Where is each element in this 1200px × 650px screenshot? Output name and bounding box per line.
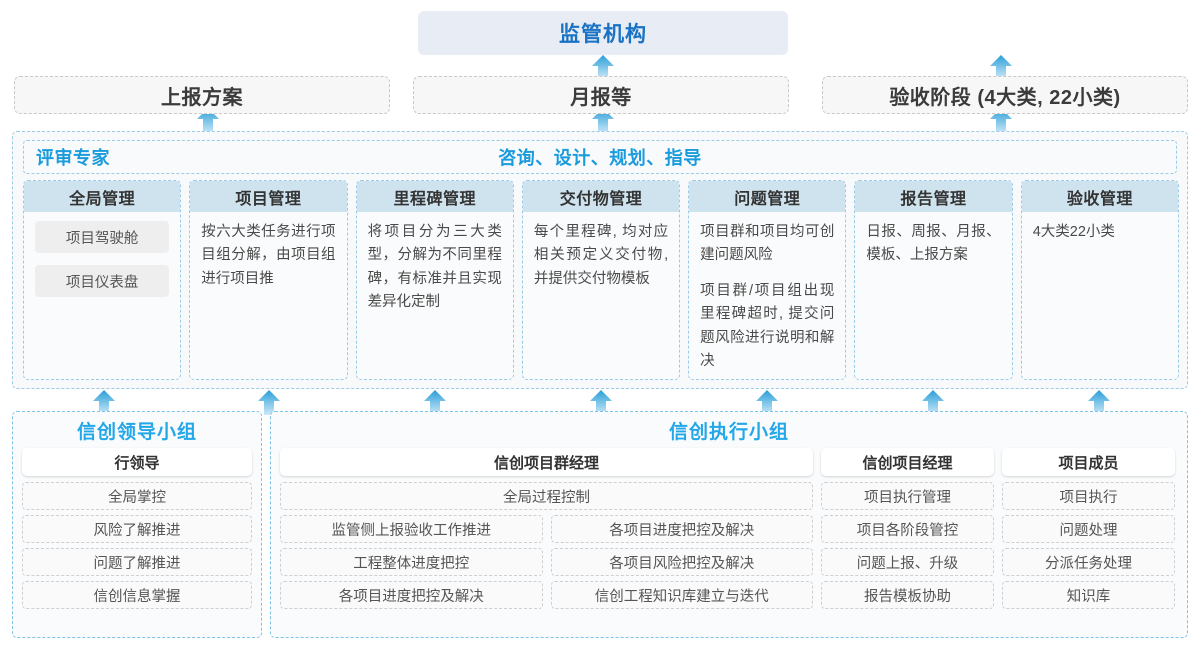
- role-header-program-manager[interactable]: 信创项目群经理: [280, 448, 813, 476]
- capability-panel: 评审专家 咨询、设计、规划、指导 全局管理 项目驾驶舱 项目仪表盘 项目管理 按…: [12, 131, 1188, 389]
- list-item[interactable]: 各项目进度把控及解决: [280, 581, 543, 609]
- column-paragraph: 按六大类任务进行项目组分解，由项目组进行项目推: [201, 224, 336, 287]
- list-item[interactable]: 全局过程控制: [280, 482, 813, 510]
- list-item[interactable]: 分派任务处理: [1002, 548, 1175, 576]
- list-item[interactable]: 信创工程知识库建立与迭代: [550, 581, 813, 609]
- leader-group-title: 信创领导小组: [76, 422, 197, 443]
- channel-box-monthly-report: 月报等: [413, 76, 789, 114]
- list-item[interactable]: 项目执行管理: [821, 482, 994, 510]
- capability-column-report[interactable]: 报告管理 日报、周报、月报、模板、上报方案: [854, 180, 1013, 380]
- column-paragraph: 项目群和项目均可创建问题风险: [700, 224, 835, 264]
- list-item[interactable]: 风险了解推进: [22, 515, 252, 543]
- list-item[interactable]: 知识库: [1002, 581, 1175, 609]
- capability-column-issue[interactable]: 问题管理 项目群和项目均可创建问题风险 项目群/项目组出现里程碑超时, 提交问题…: [688, 180, 847, 380]
- channel-box-report-plan: 上报方案: [14, 76, 390, 114]
- arrow-up-icon: [922, 390, 944, 416]
- chip-item[interactable]: 项目仪表盘: [35, 265, 170, 297]
- list-item[interactable]: 报告模板协助: [821, 581, 994, 609]
- regulator-box: 监管机构: [418, 11, 788, 55]
- arrow-up-icon: [756, 390, 778, 416]
- role-header-project-manager[interactable]: 信创项目经理: [821, 448, 994, 476]
- capability-column-acceptance[interactable]: 验收管理 4大类22小类: [1020, 180, 1179, 380]
- column-title: 报告管理: [855, 181, 1012, 212]
- exec-column-member: 项目成员 项目执行 问题处理 分派任务处理 知识库: [1002, 448, 1175, 609]
- column-title: 验收管理: [1021, 181, 1178, 212]
- consulting-label: 咨询、设计、规划、指导: [498, 148, 702, 168]
- capability-column-deliverable[interactable]: 交付物管理 每个里程碑, 均对应相关预定义交付物,并提供交付物模板: [521, 180, 681, 380]
- arrow-up-icon: [93, 390, 115, 416]
- column-title: 问题管理: [689, 181, 846, 212]
- arrow-up-icon: [590, 390, 612, 416]
- capability-panel-header: 评审专家 咨询、设计、规划、指导: [23, 140, 1177, 174]
- capability-column-global[interactable]: 全局管理 项目驾驶舱 项目仪表盘: [23, 180, 182, 380]
- channel-box-acceptance-stage: 验收阶段 (4大类, 22小类): [822, 76, 1188, 114]
- arrow-up-icon: [592, 55, 614, 81]
- list-item[interactable]: 问题了解推进: [22, 548, 252, 576]
- list-item[interactable]: 问题上报、升级: [821, 548, 994, 576]
- capability-column-milestone[interactable]: 里程碑管理 将项目分为三大类型，分解为不同里程碑，有标准并且实现差异化定制: [355, 180, 514, 380]
- role-header-bank-leader[interactable]: 行领导: [22, 448, 252, 476]
- review-experts-label: 评审专家: [36, 148, 110, 168]
- list-item[interactable]: 项目各阶段管控: [821, 515, 994, 543]
- list-item[interactable]: 信创信息掌握: [22, 581, 252, 609]
- list-item[interactable]: 各项目进度把控及解决: [550, 515, 813, 543]
- list-item[interactable]: 项目执行: [1002, 482, 1175, 510]
- arrow-up-icon: [424, 390, 446, 416]
- chip-item[interactable]: 项目驾驶舱: [35, 221, 170, 253]
- exec-role-columns: 信创项目群经理 全局过程控制 监管侧上报验收工作推进 工程整体进度把控 各项目进…: [280, 448, 1178, 609]
- column-paragraph: 项目群/项目组出现里程碑超时, 提交问题风险进行说明和解决: [700, 282, 835, 370]
- column-title: 交付物管理: [522, 181, 680, 212]
- list-item[interactable]: 全局掌控: [22, 482, 252, 510]
- list-item[interactable]: 问题处理: [1002, 515, 1175, 543]
- leader-group-panel: 信创领导小组 行领导 全局掌控 风险了解推进 问题了解推进 信创信息掌握: [12, 411, 262, 638]
- column-paragraph: 将项目分为三大类型，分解为不同里程碑，有标准并且实现差异化定制: [367, 224, 502, 311]
- arrow-up-icon: [990, 108, 1012, 134]
- arrow-up-icon: [592, 108, 614, 134]
- column-paragraph: 4大类22小类: [1032, 224, 1115, 240]
- arrow-up-icon: [1088, 390, 1110, 416]
- list-item[interactable]: 各项目风险把控及解决: [550, 548, 813, 576]
- column-paragraph: 每个里程碑, 均对应相关预定义交付物,并提供交付物模板: [533, 224, 669, 287]
- arrow-up-icon: [197, 108, 219, 134]
- column-title: 项目管理: [190, 181, 347, 212]
- list-item[interactable]: 监管侧上报验收工作推进: [280, 515, 543, 543]
- column-title: 全局管理: [24, 181, 181, 212]
- capability-columns: 全局管理 项目驾驶舱 项目仪表盘 项目管理 按六大类任务进行项目组分解，由项目组…: [23, 180, 1179, 380]
- exec-group-panel: 信创执行小组 信创项目群经理 全局过程控制 监管侧上报验收工作推进 工程整体进度…: [270, 411, 1188, 638]
- column-title: 里程碑管理: [356, 181, 513, 212]
- role-header-member[interactable]: 项目成员: [1002, 448, 1175, 476]
- arrow-up-icon: [258, 390, 280, 416]
- exec-group-title: 信创执行小组: [668, 422, 789, 443]
- exec-column-program-manager: 信创项目群经理 全局过程控制 监管侧上报验收工作推进 工程整体进度把控 各项目进…: [280, 448, 813, 609]
- arrow-up-icon: [990, 55, 1012, 81]
- column-paragraph: 日报、周报、月报、模板、上报方案: [866, 224, 1001, 264]
- list-item[interactable]: 工程整体进度把控: [280, 548, 543, 576]
- exec-column-project-manager: 信创项目经理 项目执行管理 项目各阶段管控 问题上报、升级 报告模板协助: [821, 448, 994, 609]
- capability-column-project[interactable]: 项目管理 按六大类任务进行项目组分解，由项目组进行项目推: [189, 180, 348, 380]
